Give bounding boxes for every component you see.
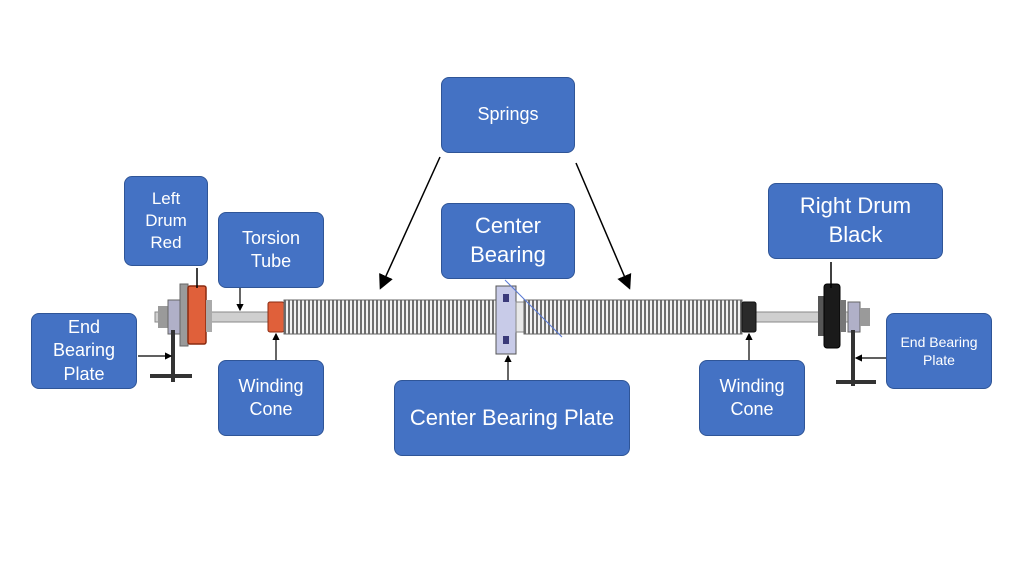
label-end-bearing-left: End Bearing Plate (31, 313, 137, 389)
label-right-drum: Right Drum Black (768, 183, 943, 259)
springs-arrow-right (575, 162, 632, 290)
spring-coil-left (283, 299, 497, 335)
right-winding-cone (741, 301, 757, 333)
spring-coil-right (523, 299, 743, 335)
label-torsion-tube: Torsion Tube (218, 212, 324, 288)
right-end-bearing-bracket (836, 301, 876, 386)
right-drum (818, 283, 846, 349)
label-winding-cone-left: Winding Cone (218, 360, 324, 436)
label-left-drum: Left Drum Red (124, 176, 208, 266)
springs-arrow-left (379, 156, 441, 290)
left-drum (179, 283, 212, 347)
label-end-bearing-right: End Bearing Plate (886, 313, 992, 389)
label-winding-cone-right: Winding Cone (699, 360, 805, 436)
label-center-bearing-plate: Center Bearing Plate (394, 380, 630, 456)
center-bearing-pointer (504, 279, 563, 338)
label-center-bearing: Center Bearing (441, 203, 575, 279)
center-bearing-plate-part (495, 285, 525, 355)
label-springs: Springs (441, 77, 575, 153)
left-winding-cone (267, 301, 285, 333)
